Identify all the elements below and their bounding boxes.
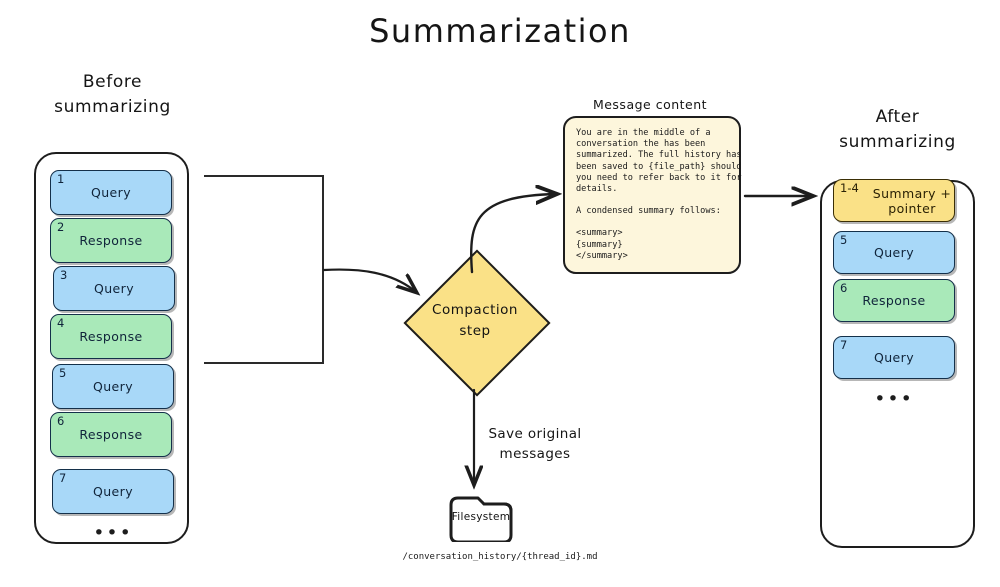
messages-1-4-bracket (204, 175, 324, 364)
save-original-messages-label: Save original messages (470, 424, 600, 464)
page-title: Summarization (369, 12, 631, 50)
after-message-card-5-label: Query (874, 245, 914, 260)
filesystem-path: /conversation_history/{thread_id}.md (402, 552, 598, 562)
message-card-2-number: 2 (57, 220, 65, 234)
message-card-6-label: Response (79, 427, 143, 442)
message-card-1-label: Query (91, 185, 131, 200)
message-card-3-number: 3 (60, 268, 68, 282)
message-card-5-number: 5 (59, 366, 67, 380)
after-label-line2: summarizing (839, 132, 956, 152)
arrow-bracket-to-compaction (322, 268, 416, 292)
message-card-6[interactable]: 6 Response (50, 412, 172, 457)
message-content-line-6: details. (576, 184, 618, 195)
message-card-3-label: Query (94, 281, 134, 296)
message-card-2-label: Response (79, 233, 143, 248)
message-content-caption: Message content (592, 97, 708, 112)
after-message-card-7-label: Query (874, 350, 914, 365)
after-message-card-7-number: 7 (840, 338, 848, 352)
message-card-7-label: Query (93, 484, 133, 499)
message-card-1-number: 1 (57, 172, 65, 186)
after-column-label: After summarizing (805, 105, 990, 155)
compaction-step-line2: step (459, 323, 491, 339)
after-message-card-6-label: Response (862, 293, 926, 308)
compaction-step-text: Compaction step (410, 256, 540, 386)
compaction-step-line1: Compaction (432, 302, 518, 318)
message-content-line-12: </summary> (576, 250, 628, 261)
summary-pointer-card-label: Summary + pointer (872, 185, 952, 216)
filesystem-node-label: Filesystem (451, 511, 511, 523)
message-card-6-number: 6 (57, 414, 65, 428)
message-card-7-number: 7 (59, 471, 67, 485)
message-content-line-10: <summary> (576, 228, 623, 239)
after-label-line1: After (875, 107, 920, 127)
message-card-1[interactable]: 1 Query (50, 170, 172, 215)
after-ellipsis: ••• (874, 388, 914, 410)
message-card-5-label: Query (93, 379, 133, 394)
summary-pointer-card-number: 1-4 (840, 181, 859, 195)
message-card-4-number: 4 (57, 316, 65, 330)
before-ellipsis: ••• (93, 522, 133, 544)
message-content-line-4: been saved to {file_path} should (576, 161, 742, 172)
arrow-compaction-to-message-content (470, 194, 556, 274)
after-message-card-6-number: 6 (840, 281, 848, 295)
after-message-card-7[interactable]: 7 Query (833, 336, 955, 379)
summary-pointer-card[interactable]: 1-4 Summary + pointer (833, 179, 955, 222)
folder-icon (449, 496, 513, 544)
save-label-line1: Save original (488, 426, 582, 442)
message-card-7[interactable]: 7 Query (52, 469, 174, 514)
before-label-line2: summarizing (54, 97, 171, 117)
message-content-line-2: conversation the has been (576, 139, 706, 150)
message-content-line-1: You are in the middle of a (576, 128, 711, 138)
message-card-3[interactable]: 3 Query (53, 266, 175, 311)
save-label-line2: messages (499, 446, 571, 462)
message-card-2[interactable]: 2 Response (50, 218, 172, 263)
message-content-line-11: {summary} (576, 239, 623, 250)
filesystem-node[interactable]: Filesystem (447, 492, 515, 544)
message-card-5[interactable]: 5 Query (52, 364, 174, 409)
before-column-label: Before summarizing (30, 70, 195, 120)
message-card-4[interactable]: 4 Response (50, 314, 172, 359)
message-card-4-label: Response (79, 329, 143, 344)
after-message-card-5-number: 5 (840, 233, 848, 247)
after-message-card-6[interactable]: 6 Response (833, 279, 955, 322)
after-message-card-5[interactable]: 5 Query (833, 231, 955, 274)
before-label-line1: Before (82, 72, 143, 92)
compaction-step-node[interactable]: Compaction step (403, 249, 551, 397)
message-content-line-8: A condensed summary follows: (576, 206, 721, 217)
